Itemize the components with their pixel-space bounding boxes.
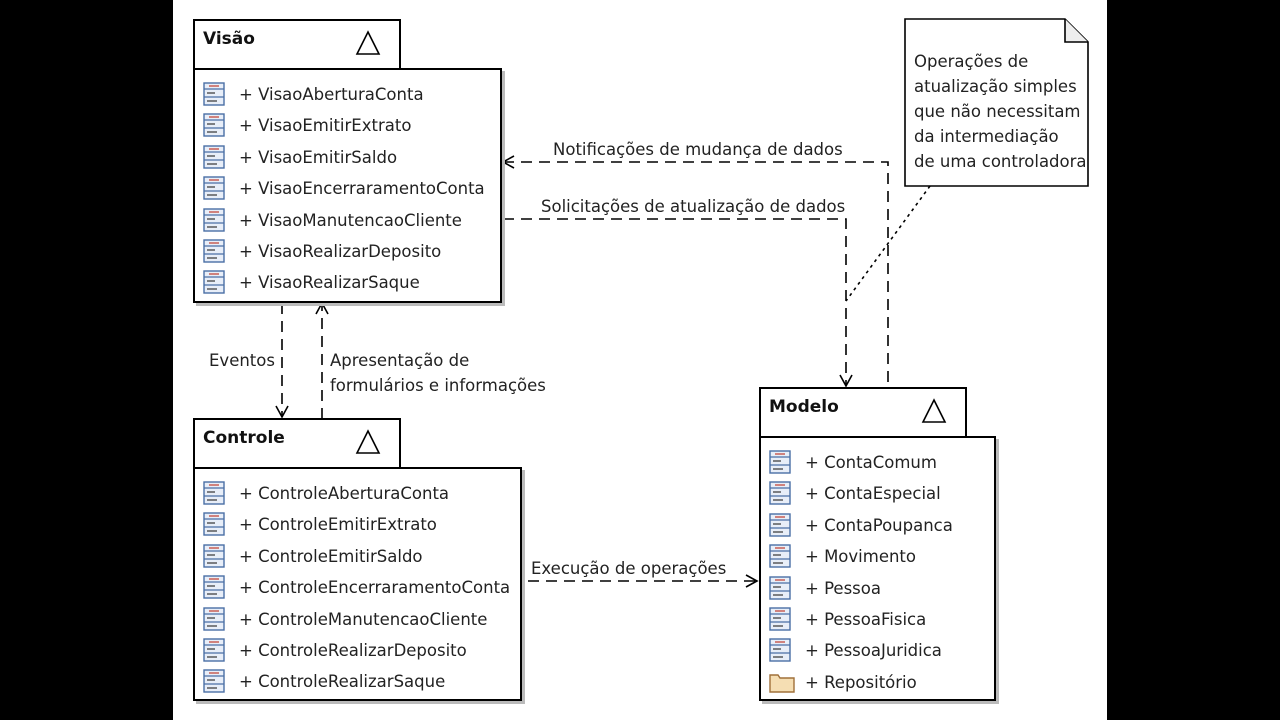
class-icon: [203, 669, 225, 693]
class-label: + ControleRealizarDeposito: [239, 640, 467, 660]
note-anchor-line: [845, 185, 931, 302]
class-icon: [769, 513, 791, 537]
class-label: + PessoaFisica: [805, 609, 927, 629]
solicitacoes-connector: [503, 218, 853, 388]
class-icon: [769, 450, 791, 474]
class-label: + ControleEmitirSaldo: [239, 546, 423, 566]
class-icon: [203, 82, 225, 106]
note-line: atualização simples: [914, 77, 1077, 96]
package-triangle-icon: [355, 429, 381, 454]
class-item[interactable]: + ControleAberturaConta: [203, 479, 449, 507]
class-icon: [203, 270, 225, 294]
class-item[interactable]: + PessoaFisica: [769, 605, 926, 633]
class-item[interactable]: + ContaComum: [769, 448, 937, 476]
class-item[interactable]: + VisaoRealizarSaque: [203, 268, 420, 296]
apresentacao-label-line1: Apresentação de: [330, 351, 470, 370]
package-triangle-icon: [921, 398, 947, 423]
notificacoes-connector: [501, 155, 889, 382]
class-icon: [769, 544, 791, 568]
class-item[interactable]: + ControleEmitirExtrato: [203, 510, 437, 538]
class-label: + Pessoa: [805, 578, 881, 598]
package-controle-body: + ControleAberturaConta + ControleEmitir…: [193, 467, 522, 701]
class-item[interactable]: + VisaoEmitirExtrato: [203, 111, 411, 139]
package-controle-title: Controle: [203, 428, 285, 448]
folder-label: + Repositório: [805, 672, 917, 692]
class-icon: [769, 638, 791, 662]
class-item[interactable]: + ControleManutencaoCliente: [203, 605, 487, 633]
class-item[interactable]: + VisaoManutencaoCliente: [203, 206, 462, 234]
class-icon: [203, 176, 225, 200]
class-icon: [203, 208, 225, 232]
package-visao-title: Visão: [203, 29, 255, 49]
class-label: + VisaoEmitirSaldo: [239, 147, 398, 167]
class-icon: [203, 239, 225, 263]
class-icon: [769, 481, 791, 505]
note-shape: [904, 18, 1089, 187]
package-modelo-tab: Modelo: [759, 387, 967, 439]
class-item[interactable]: + VisaoRealizarDeposito: [203, 237, 441, 265]
note-line: de uma controladora: [914, 152, 1087, 171]
class-item[interactable]: + ControleRealizarSaque: [203, 667, 445, 695]
folder-item[interactable]: + Repositório: [769, 668, 917, 696]
class-label: + ControleEncerraramentoConta: [239, 577, 511, 597]
class-icon: [203, 544, 225, 568]
solicitacoes-label: Solicitações de atualização de dados: [541, 197, 846, 216]
class-label: + ControleAberturaConta: [239, 483, 450, 503]
eventos-label: Eventos: [209, 351, 275, 370]
class-item[interactable]: + Movimento: [769, 542, 916, 570]
class-icon: [769, 576, 791, 600]
class-label: + VisaoManutencaoCliente: [239, 210, 462, 230]
apresentacao-label-line2: formulários e informações: [330, 376, 546, 395]
folder-icon: [769, 670, 795, 694]
connector-lines: [275, 18, 1089, 588]
class-label: + ContaComum: [805, 452, 937, 472]
class-label: + VisaoEncerraramentoConta: [239, 178, 485, 198]
class-item[interactable]: + ControleRealizarDeposito: [203, 636, 467, 664]
class-icon: [203, 512, 225, 536]
note-line: Operações de: [914, 52, 1029, 71]
class-label: + ContaEspecial: [805, 483, 941, 503]
note-text: Operações de atualização simples que não…: [914, 49, 1087, 174]
class-item[interactable]: + ContaEspecial: [769, 479, 941, 507]
class-label: + ControleRealizarSaque: [239, 671, 446, 691]
class-item[interactable]: + ControleEncerraramentoConta: [203, 573, 510, 601]
class-item[interactable]: + PessoaJuridica: [769, 636, 942, 664]
class-item[interactable]: + ContaPoupanca: [769, 511, 953, 539]
class-icon: [203, 113, 225, 137]
package-visao-body: + VisaoAberturaConta + VisaoEmitirExtrat…: [193, 68, 502, 303]
class-label: + VisaoRealizarDeposito: [239, 241, 442, 261]
class-item[interactable]: + ControleEmitirSaldo: [203, 542, 423, 570]
execucao-label: Execução de operações: [531, 559, 727, 578]
package-modelo-title: Modelo: [769, 397, 839, 417]
diagram-canvas: Operações de atualização simples que não…: [173, 0, 1107, 720]
package-triangle-icon: [355, 30, 381, 55]
package-modelo-body: + ContaComum + ContaEspecial + ContaPoup…: [759, 436, 996, 701]
class-icon: [769, 607, 791, 631]
class-item[interactable]: + VisaoEmitirSaldo: [203, 143, 397, 171]
class-icon: [203, 607, 225, 631]
notificacoes-label: Notificações de mudança de dados: [553, 140, 843, 159]
class-label: + ControleManutencaoCliente: [239, 609, 488, 629]
class-label: + VisaoEmitirExtrato: [239, 115, 412, 135]
note-line: que não necessitam: [914, 102, 1081, 121]
class-label: + VisaoAberturaConta: [239, 84, 424, 104]
class-label: + ControleEmitirExtrato: [239, 514, 437, 534]
class-item[interactable]: + VisaoEncerraramentoConta: [203, 174, 485, 202]
class-icon: [203, 638, 225, 662]
class-icon: [203, 575, 225, 599]
class-icon: [203, 481, 225, 505]
class-icon: [203, 145, 225, 169]
class-label: + Movimento: [805, 546, 916, 566]
package-visao-tab: Visão: [193, 19, 401, 71]
class-label: + VisaoRealizarSaque: [239, 272, 420, 292]
note-line: da intermediação: [914, 127, 1059, 146]
class-item[interactable]: + Pessoa: [769, 574, 881, 602]
class-item[interactable]: + VisaoAberturaConta: [203, 80, 424, 108]
class-label: + ContaPoupanca: [805, 515, 953, 535]
class-label: + PessoaJuridica: [805, 640, 942, 660]
